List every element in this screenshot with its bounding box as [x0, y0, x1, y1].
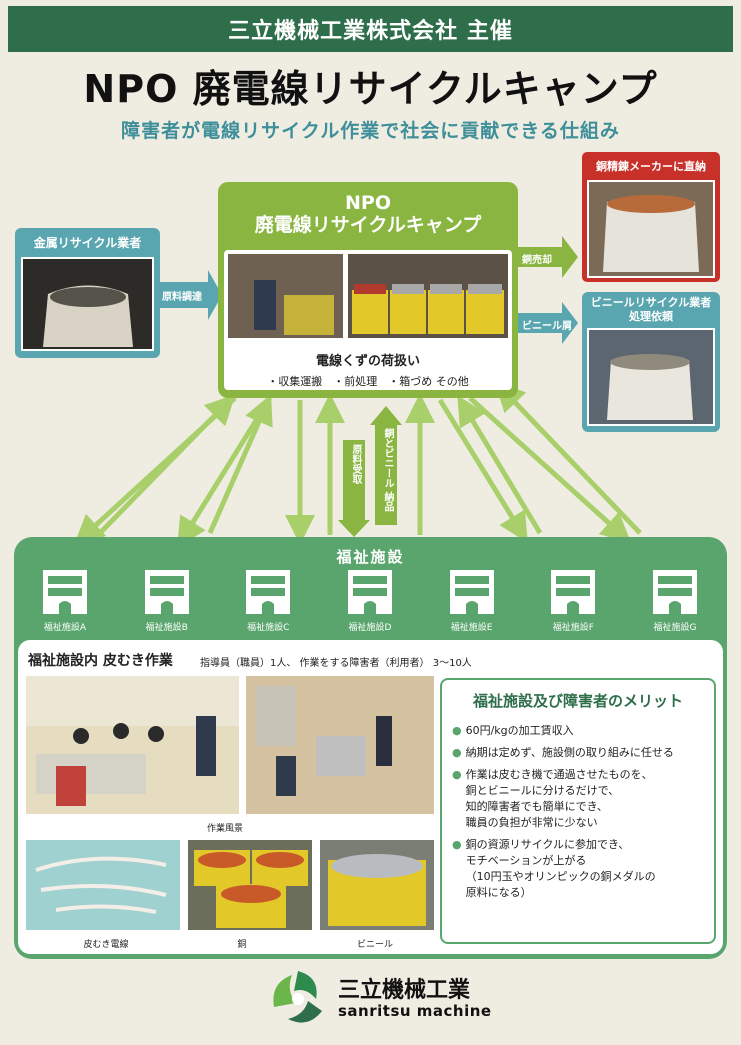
bullet-icon: ● [452, 838, 462, 851]
building-icon [144, 570, 189, 614]
arrow-label-vinyl: ビニール屑 [522, 321, 572, 332]
merit-text: （10円玉やオリンピックの銅メダルの [465, 870, 656, 883]
npo-title-line2: 廃電線リサイクルキャンプ [254, 214, 482, 236]
flow-label-receive: 原料受取 [350, 444, 361, 484]
copper-smelter-label: 銅精錬メーカーに直納 [596, 160, 706, 173]
vinyl-recycler-photo [587, 328, 715, 426]
facility-label: 福祉施設G [653, 623, 697, 633]
building-icon [449, 570, 494, 614]
copper-smelter-box: 銅精錬メーカーに直納 [582, 152, 720, 282]
vinyl-recycler-label-1: ビニールリサイクル業者 [590, 296, 712, 309]
vinyl-recycler-label-2: 処理依頼 [629, 310, 673, 323]
facility-label: 福祉施設A [43, 623, 87, 633]
facility-e: 福祉施設E [437, 570, 507, 633]
arrow-label-copper: 銅売却 [522, 255, 552, 266]
caption-copper: 銅 [237, 940, 247, 950]
work-scene-photos [26, 676, 434, 814]
page-title: NPO 廃電線リサイクルキャンプ [83, 67, 658, 111]
copper-smelter-photo [587, 180, 715, 278]
arrow-procurement [160, 270, 222, 320]
merit-item-3: ● 作業は皮むき機で通過させたものを、 銅とビニールに分けるだけで、 知的障害者… [452, 767, 706, 831]
building-icon [43, 570, 87, 614]
copper-bag-image [589, 182, 713, 276]
organizer-banner: 三立機械工業株式会社 主催 [8, 6, 733, 52]
staffing-note: 指導員（職員）1人、 作業をする障害者（利用者） 3～10人 [200, 658, 472, 669]
building-icon [246, 570, 291, 614]
merit-text: 納期は定めず、施設側の取り組みに任せる [465, 746, 674, 759]
facility-label: 福祉施設D [348, 623, 392, 633]
merit-text: 職員の負担が非常に少ない [465, 816, 598, 829]
vinyl-recycler-box: ビニールリサイクル業者 処理依頼 [582, 292, 720, 432]
vinyl-bag-image [589, 330, 713, 424]
merits-title: 福祉施設及び障害者のメリット [472, 692, 683, 710]
page-subtitle: 障害者が電線リサイクル作業で社会に貢献できる仕組み [121, 120, 620, 142]
bullet-icon: ● [452, 768, 462, 781]
facility-label: 福祉施設E [450, 623, 493, 633]
caption-vinyl: ビニール [356, 940, 393, 950]
merit-text: 知的障害者でも簡単にでき、 [465, 800, 608, 813]
building-icon [652, 570, 697, 614]
flow-label-deliver: 銅とビニール 納品 [382, 428, 393, 512]
building-icon [551, 570, 596, 614]
welfare-title: 福祉施設 [336, 548, 405, 566]
handling-title: 電線くずの荷扱い [315, 354, 420, 369]
npo-photos [228, 254, 508, 338]
bullet-icon: ● [452, 724, 462, 737]
facility-a: 福祉施設A [30, 570, 100, 633]
merit-text: 60円/kgの加工賃収入 [465, 724, 574, 737]
bulk-bag-image [23, 259, 152, 349]
caption-work-scene: 作業風景 [206, 824, 243, 834]
building-icon [347, 570, 392, 614]
merit-text: 作業は皮むき機で通過させたものを、 [465, 768, 653, 781]
company-logo-icon [273, 971, 322, 1023]
arrow-vinyl [518, 302, 578, 344]
material-photos [26, 840, 434, 930]
facility-f: 福祉施設F [538, 570, 608, 633]
merit-text: 原料になる） [465, 886, 532, 899]
npo-title-line1: NPO [345, 192, 391, 214]
company-name: 三立機械工業 [338, 978, 471, 1003]
stripping-work-title: 福祉施設内 皮むき作業 [28, 653, 173, 669]
bullet-icon: ● [452, 746, 462, 759]
facility-row: 福祉施設A 福祉施設B 福祉施設C 福祉施設D 福祉施設E 福祉施設F 福祉施設… [30, 570, 710, 633]
facility-b: 福祉施設B [132, 570, 202, 633]
merit-item-4: ● 銅の資源リサイクルに参加でき、 モチベーションが上がる （10円玉やオリンピ… [452, 837, 706, 901]
facility-label: 福祉施設B [145, 623, 188, 633]
arrow-copper-sale [518, 236, 578, 278]
metal-recycler-photo [21, 257, 154, 351]
company-romaji: sanritsu machine [338, 1002, 492, 1020]
merit-item-2: ● 納期は定めず、施設側の取り組みに任せる [452, 745, 706, 761]
arrow-label-procurement: 原料調達 [162, 292, 202, 303]
merit-text: 銅の資源リサイクルに参加でき、 [465, 838, 630, 851]
caption-stripped-wire: 皮むき電線 [83, 940, 129, 950]
metal-recycler-label: 金属リサイクル業者 [33, 236, 142, 250]
merit-item-1: ● 60円/kgの加工賃収入 [452, 723, 706, 739]
facility-label: 福祉施設C [247, 623, 290, 633]
facility-g: 福祉施設G [640, 570, 710, 633]
npo-handling-panel: 電線くずの荷扱い ・収集運搬 ・前処理 ・箱づめ その他 [224, 250, 512, 390]
handling-items: ・収集運搬 ・前処理 ・箱づめ その他 [267, 375, 469, 388]
merit-text: モチベーションが上がる [465, 854, 587, 867]
facility-c: 福祉施設C [233, 570, 303, 633]
merit-text: 銅とビニールに分けるだけで、 [465, 784, 620, 797]
facility-label: 福祉施設F [552, 623, 594, 633]
merits-box: 福祉施設及び障害者のメリット ● 60円/kgの加工賃収入 ● 納期は定めず、施… [440, 678, 716, 944]
facility-d: 福祉施設D [335, 570, 405, 633]
metal-recycler-box: 金属リサイクル業者 [15, 228, 160, 358]
